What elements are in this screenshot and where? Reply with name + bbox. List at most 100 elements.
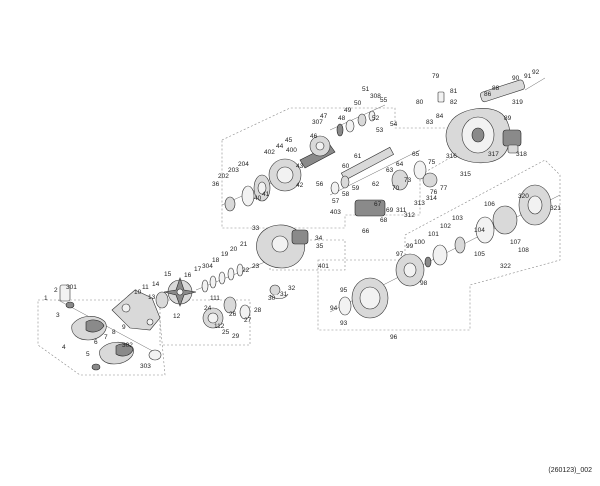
part-label: 43: [296, 163, 304, 170]
part-label: 33: [252, 225, 260, 232]
part-label: 34: [315, 235, 323, 242]
part-label: 401: [318, 263, 329, 270]
part-label: 308: [370, 93, 381, 100]
part-label: 402: [264, 149, 275, 156]
part-label: 89: [504, 115, 512, 122]
part-label: 105: [474, 251, 485, 258]
part-label: 313: [414, 200, 425, 207]
part-label: 47: [320, 113, 328, 120]
part-label: 10: [134, 289, 142, 296]
part-label: 98: [420, 280, 428, 287]
part-label: 41: [262, 191, 270, 198]
reel-frame: [437, 77, 546, 164]
part-label: 65: [412, 151, 420, 158]
part-label: 8: [112, 329, 116, 336]
part-label: 7: [104, 334, 108, 341]
part-label: 99: [406, 243, 414, 250]
part-label: 61: [354, 153, 362, 160]
part-label: 24: [204, 305, 212, 312]
pinion-assembly: [329, 146, 438, 217]
part-label: 44: [276, 143, 284, 150]
handle-assembly: [57, 284, 162, 371]
part-label: 76: [430, 189, 438, 196]
part-label: 304: [202, 263, 213, 270]
part-label: 45: [285, 137, 293, 144]
part-label: 54: [390, 121, 398, 128]
part-label: 315: [460, 171, 471, 178]
part-label: 17: [194, 266, 202, 273]
part-label: 55: [380, 97, 388, 104]
part-label: 318: [516, 151, 527, 158]
part-label: 106: [484, 201, 495, 208]
part-label: 57: [332, 198, 340, 205]
part-label: 92: [532, 69, 540, 76]
part-label: 203: [228, 167, 239, 174]
part-label: 59: [352, 185, 360, 192]
part-label: 302: [122, 342, 133, 349]
part-label: 80: [416, 99, 424, 106]
part-label: 48: [338, 115, 346, 122]
part-label: 403: [330, 209, 341, 216]
part-label: 42: [296, 182, 304, 189]
part-label: 84: [436, 113, 444, 120]
group-box-drag: [159, 299, 251, 346]
part-label: 56: [316, 181, 324, 188]
part-label: 20: [230, 246, 238, 253]
part-label: 19: [221, 251, 229, 258]
part-label: 102: [440, 223, 451, 230]
part-label: 23: [252, 263, 260, 270]
part-label: 320: [518, 193, 529, 200]
part-label: 93: [340, 320, 348, 327]
part-label: 68: [380, 217, 388, 224]
part-label: 202: [218, 173, 229, 180]
part-label: 83: [426, 119, 434, 126]
part-label: 204: [238, 161, 249, 168]
part-label: 312: [404, 212, 415, 219]
part-label: 307: [312, 119, 323, 126]
part-label: 88: [492, 85, 500, 92]
part-label: 303: [140, 363, 151, 370]
part-label: 311: [396, 207, 407, 214]
part-label: 400: [286, 147, 297, 154]
part-label: 32: [288, 285, 296, 292]
part-label: 26: [229, 311, 237, 318]
part-label: 50: [354, 100, 362, 107]
part-label: 94: [330, 305, 338, 312]
part-label: 62: [372, 181, 380, 188]
diagram-code: (260123)_002: [548, 467, 592, 474]
part-label: 60: [342, 163, 350, 170]
part-label: 64: [396, 161, 404, 168]
main-gear-housing: [221, 104, 386, 269]
part-label: 1: [44, 295, 48, 302]
part-label: 16: [184, 272, 192, 279]
part-label: 82: [450, 99, 458, 106]
part-label: 46: [310, 133, 318, 140]
part-label: 100: [414, 239, 425, 246]
part-label: 314: [426, 195, 437, 202]
part-label: 90: [512, 75, 520, 82]
part-label: 11: [142, 284, 149, 291]
part-label: 79: [432, 73, 440, 80]
part-labels: 1 2 301 3 4 5 6 7 8 9 10 11 12 13 14 15 …: [44, 69, 561, 370]
part-label: 103: [452, 215, 463, 222]
part-label: 107: [510, 239, 521, 246]
part-label: 28: [254, 307, 262, 314]
part-label: 36: [212, 181, 220, 188]
part-label: 35: [316, 243, 324, 250]
part-label: 81: [450, 88, 458, 95]
part-label: 3: [56, 312, 60, 319]
part-label: 49: [344, 107, 352, 114]
part-label: 2: [54, 287, 58, 294]
part-label: 25: [222, 329, 230, 336]
part-label: 52: [372, 115, 380, 122]
part-label: 86: [484, 91, 492, 98]
part-label: 27: [244, 317, 252, 324]
part-label: 319: [512, 99, 523, 106]
star-drag: [155, 259, 271, 309]
part-label: 66: [362, 228, 370, 235]
part-label: 97: [396, 251, 404, 258]
part-label: 29: [232, 333, 240, 340]
part-label: 322: [500, 263, 511, 270]
drag-assembly: [202, 284, 289, 329]
